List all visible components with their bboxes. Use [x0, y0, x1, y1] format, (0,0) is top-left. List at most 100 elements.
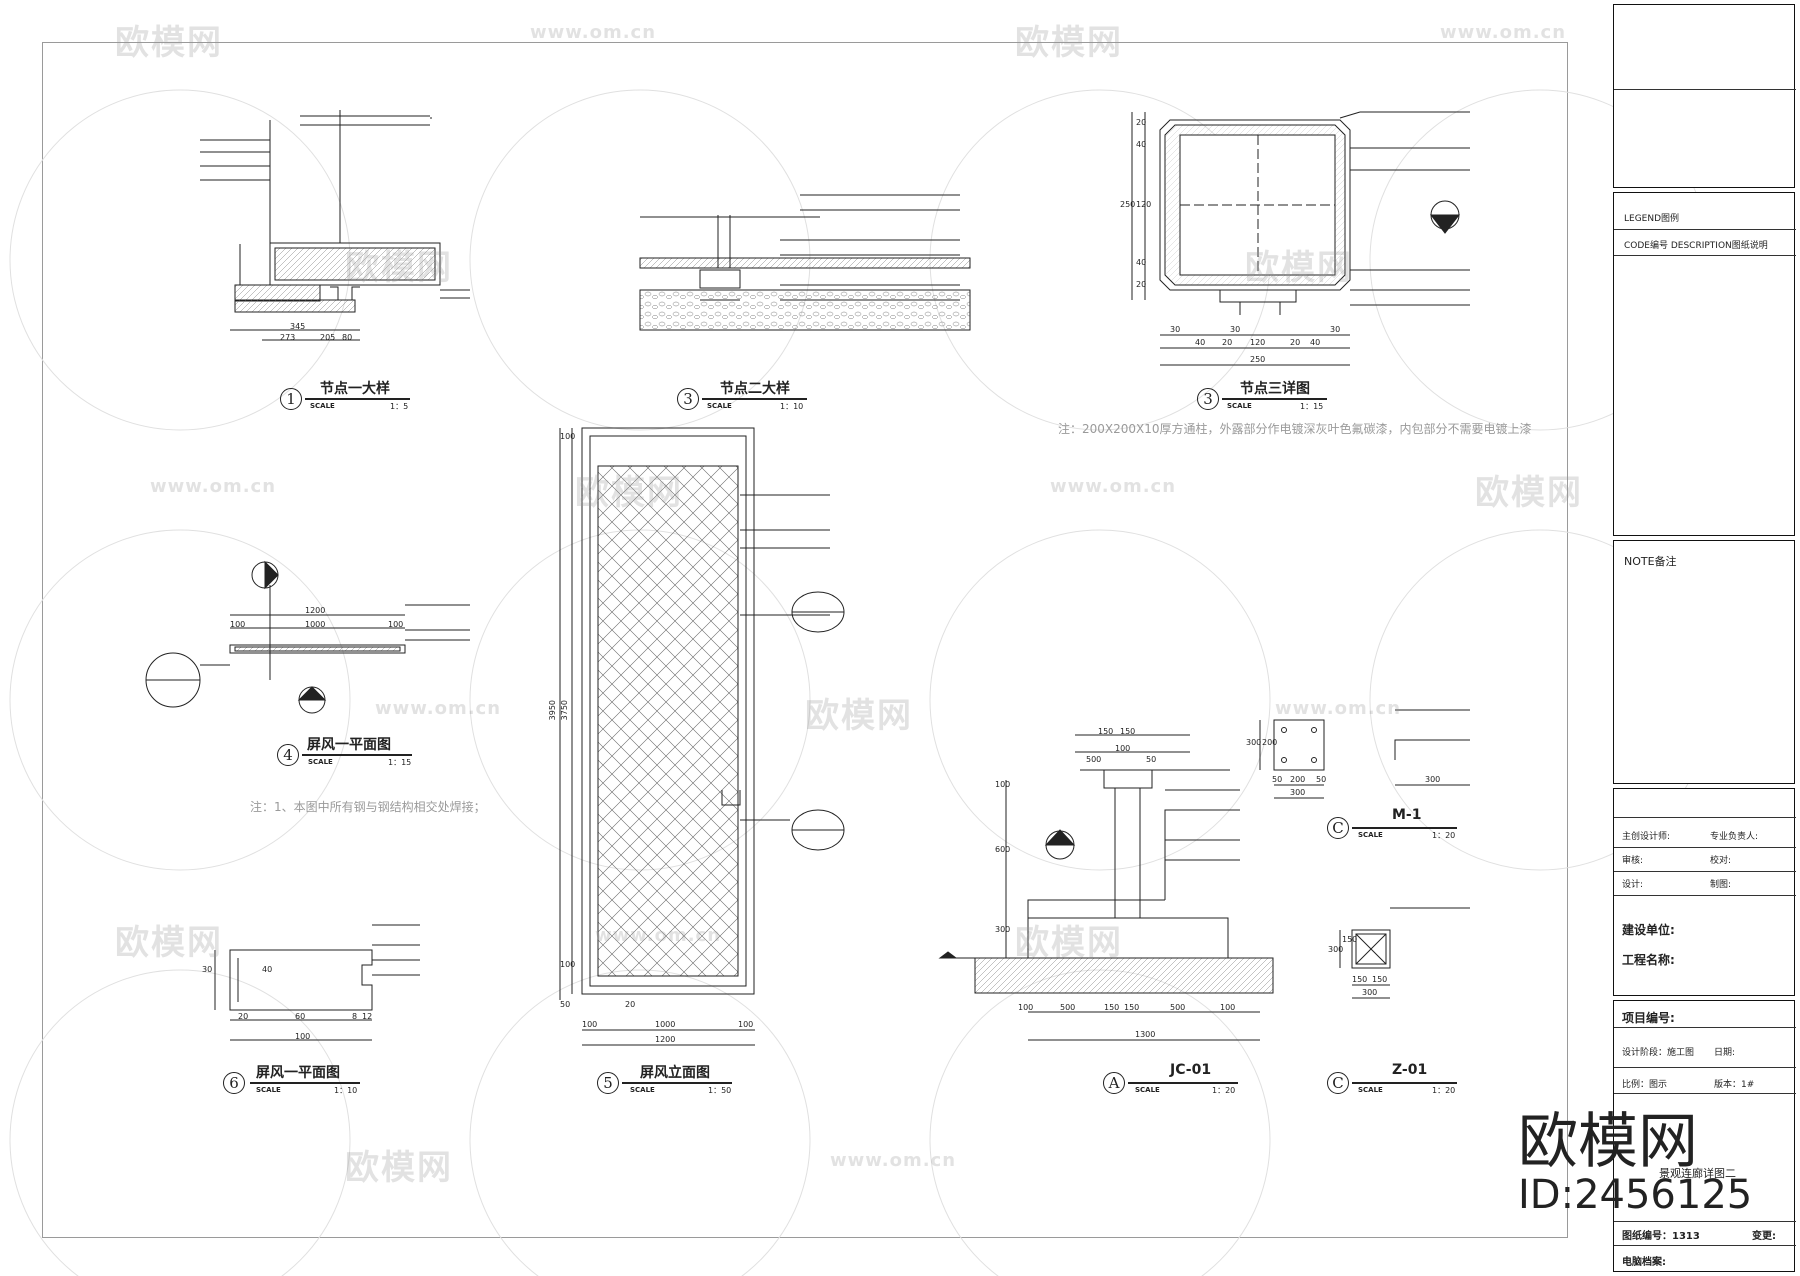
view-title: 屏风立面图: [640, 1065, 710, 1081]
scale-ratio: 1：20: [1212, 1086, 1236, 1095]
dimension: 50: [1316, 775, 1327, 784]
dimension: 100: [582, 1020, 598, 1029]
scale-label: SCALE: [630, 1086, 655, 1094]
view-number: 6: [223, 1072, 245, 1094]
dimension: 3750: [560, 700, 569, 721]
dimension: 150: [1352, 975, 1368, 984]
dimension: 300: [1425, 775, 1441, 784]
view-title: Z-01: [1392, 1062, 1428, 1078]
professional-label: 专业负责人:: [1710, 832, 1759, 842]
dimension: 1200: [655, 1035, 676, 1044]
designer-label: 主创设计师:: [1622, 832, 1671, 842]
dimension: 60: [295, 1012, 306, 1021]
scale-ratio: 1：10: [780, 402, 804, 411]
dimension: 300: [1290, 788, 1306, 797]
view-title-rule: [702, 398, 807, 400]
view-title-rule: [250, 1082, 360, 1084]
viewC1-m1: [1259, 709, 1470, 799]
dimension: 200: [1290, 775, 1306, 784]
drawing-number: 图纸编号：1313: [1622, 1231, 1700, 1242]
scale-label: SCALE: [308, 758, 333, 766]
view-title: 屏风一平面图: [256, 1065, 340, 1081]
dimension: 500: [1086, 755, 1102, 764]
note-view4: 注：1、本图中所有钢与钢结构相交处焊接；: [250, 800, 486, 814]
watermark-logo: 欧模网: [345, 1148, 453, 1188]
dimension: 1200: [305, 606, 326, 615]
code-description-label: CODE编号 DESCRIPTION图纸说明: [1624, 241, 1768, 251]
view-title-rule: [1222, 398, 1327, 400]
watermark-logo: 欧模网: [115, 923, 223, 963]
view-title: JC-01: [1170, 1062, 1212, 1078]
scale-label: SCALE: [707, 402, 732, 410]
view-number: 1: [280, 388, 302, 410]
view6-plan: [214, 924, 420, 1041]
viewC2-z01: [1339, 907, 1470, 999]
dimension: 80: [342, 333, 353, 342]
view-number: 3: [1197, 388, 1219, 410]
scale-label: SCALE: [1358, 1086, 1383, 1094]
dimension: 1000: [655, 1020, 676, 1029]
view-title-rule: [622, 1082, 732, 1084]
watermark-id: ID:2456125: [1518, 1172, 1753, 1218]
dimension: 100: [560, 960, 576, 969]
view-title: 屏风一平面图: [307, 737, 391, 753]
dimension: 300: [1246, 738, 1262, 747]
view-title: 节点二大样: [720, 381, 790, 397]
scale-ratio: 1：15: [1300, 402, 1324, 411]
dimension: 250: [1250, 355, 1266, 364]
watermark-url: www.om.cn: [150, 476, 277, 497]
watermark-logo: 欧模网: [1015, 23, 1123, 63]
scale-ratio: 1：20: [1432, 831, 1456, 840]
watermark-url: www.om.cn: [1275, 698, 1402, 719]
dimension: 150: [1124, 1003, 1140, 1012]
viewA-foundation: [938, 734, 1274, 1041]
dimension: 20: [1290, 338, 1301, 347]
title-block: LEGEND图例 CODE编号 DESCRIPTION图纸说明 NOTE备注 主…: [1613, 4, 1796, 1272]
watermark-url: www.om.cn: [1440, 22, 1567, 43]
watermark-logo: 欧模网: [345, 248, 453, 288]
checker-label: 校对:: [1710, 856, 1732, 866]
scale-ratio: 1：10: [334, 1086, 358, 1095]
dimension: 150: [1372, 975, 1388, 984]
note-view3: 注：200X200X10厚方通柱，外露部分作电镀深灰叶色氟碳漆，内包部分不需要电…: [1058, 422, 1532, 436]
note-label: NOTE备注: [1624, 555, 1677, 568]
dimension: 50: [560, 1000, 571, 1009]
view1-detail: [200, 110, 470, 341]
legend-label: LEGEND图例: [1624, 214, 1680, 224]
dimension: 1000: [305, 620, 326, 629]
watermark-logo: 欧模网: [115, 23, 223, 63]
dimension: 150: [1104, 1003, 1120, 1012]
view4-plan: [145, 560, 470, 714]
dimension: 20: [1222, 338, 1233, 347]
dimension: 200: [1262, 738, 1278, 747]
title-block-legend: LEGEND图例 CODE编号 DESCRIPTION图纸说明: [1613, 192, 1796, 536]
ratio-label: 比例：图示: [1622, 1080, 1668, 1090]
dimension: 345: [290, 322, 306, 331]
dimension: 12: [362, 1012, 373, 1021]
scale-ratio: 1：5: [390, 402, 409, 411]
dimension: 500: [1060, 1003, 1076, 1012]
title-block-signatures: 主创设计师: 专业负责人: 审核: 校对: 设计: 制图: 建设单位: 工程名称…: [1613, 788, 1796, 996]
client-label: 建设单位:: [1622, 923, 1675, 937]
watermark-url: www.om.cn: [530, 22, 657, 43]
watermark-logo: 欧模网: [805, 696, 913, 736]
date-label: 日期:: [1714, 1048, 1736, 1058]
dimension: 300: [1362, 988, 1378, 997]
dimension: 3950: [548, 700, 557, 721]
scale-ratio: 1：20: [1432, 1086, 1456, 1095]
view-title: M-1: [1392, 807, 1422, 823]
dimension: 150: [1342, 935, 1358, 944]
dimension: 100: [1115, 744, 1131, 753]
archive-label: 电脑档案:: [1622, 1257, 1666, 1268]
dimension: 40: [1136, 258, 1147, 267]
change-label: 变更:: [1752, 1231, 1776, 1242]
view-number: 3: [677, 388, 699, 410]
dimension: 120: [1136, 200, 1152, 209]
dimension: 205: [320, 333, 336, 342]
dimension: 20: [238, 1012, 249, 1021]
watermark-logo: 欧模网: [1245, 248, 1353, 288]
scale-label: SCALE: [310, 402, 335, 410]
watermark-big-logo: 欧模网: [1518, 1107, 1698, 1177]
dimension: 100: [295, 1032, 311, 1041]
